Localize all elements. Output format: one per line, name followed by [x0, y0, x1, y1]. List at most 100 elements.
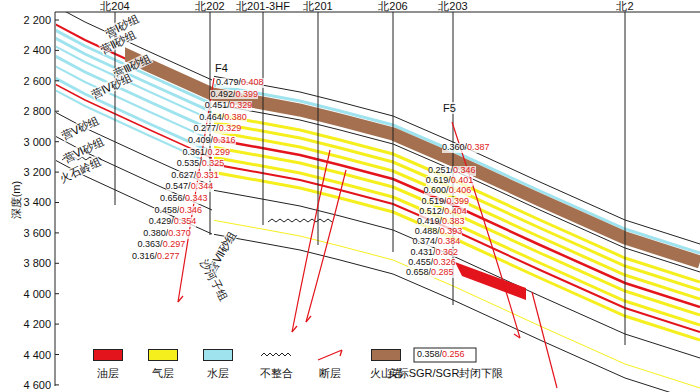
depth-tick: 2 800	[23, 105, 51, 117]
sgr-limit: 0.346	[179, 206, 202, 216]
depth-tick: 4 000	[23, 288, 51, 300]
fault-label: F4	[215, 62, 228, 74]
legend-swatch	[203, 349, 233, 361]
legend-text: 油层	[97, 367, 119, 379]
sgr-value: 0.316/	[132, 252, 157, 262]
sgr-value: 0.455/	[408, 258, 433, 268]
sgr-value: 0.419/	[417, 217, 442, 227]
sgr-value: 0.464/	[199, 113, 224, 123]
fault-label: F5	[443, 102, 456, 114]
legend-fault	[318, 350, 342, 360]
depth-tick: 3 200	[23, 166, 51, 178]
sgr-limit: 0.326	[433, 258, 456, 268]
depth-tick: 3 000	[23, 136, 51, 148]
sgr-value: 0.451/	[205, 101, 230, 111]
sgr-limit: 0.404	[444, 207, 467, 217]
legend-sgr-box	[414, 348, 476, 362]
sgr-value: 0.488/	[415, 227, 440, 237]
left-strata	[56, 12, 212, 312]
sgr-limit: 0.329	[219, 124, 242, 134]
well-name: 北203	[438, 0, 467, 12]
sgr-limit: 0.331	[196, 171, 219, 181]
right-strata	[214, 12, 700, 392]
well-name: 北202	[195, 0, 224, 12]
sgr-limit: 0.384	[438, 237, 461, 247]
sgr-limit: 0.354	[174, 217, 197, 227]
sgr-value: 0.492/	[210, 90, 235, 100]
legend-text: 断层	[319, 367, 341, 379]
axis	[55, 12, 700, 386]
depth-tick: 3 800	[23, 257, 51, 269]
depth-tick: 3 600	[23, 227, 51, 239]
sgr-value: 0.431/	[410, 248, 435, 258]
sgr-value: 0.380/	[143, 229, 168, 239]
legend-text: 实际SGR/SGR封闭下限	[387, 367, 504, 379]
sgr-limit: 0.343	[185, 194, 208, 204]
sgr-limit: 0.401	[451, 176, 474, 186]
legend-swatch	[148, 349, 178, 361]
well-name: 北201	[303, 0, 332, 12]
sgr-limit: 0.285	[431, 268, 454, 278]
sgr-value: 0.251/	[428, 166, 453, 176]
sgr-value: 0.374/	[413, 237, 438, 247]
fault-lines	[178, 78, 557, 388]
sgr-limit: 0.399	[446, 197, 469, 207]
sgr-limit: 0.316	[213, 136, 236, 146]
legend-text: 水层	[207, 367, 229, 379]
sgr-limit: 0.299	[207, 148, 230, 158]
sgr-value: 0.429/	[149, 217, 174, 227]
sgr-value: 0.360/	[442, 143, 467, 153]
oil-lens	[455, 262, 526, 300]
sgr-value: 0.458/	[154, 206, 179, 216]
sgr-limit: 0.370	[168, 229, 191, 239]
sgr-limit: 0.362	[435, 248, 458, 258]
sgr-value: 0.363/	[138, 240, 163, 250]
sgr-value: 0.600/	[424, 186, 449, 196]
sgr-limit: 0.408	[241, 78, 264, 88]
sgr-value: 0.519/	[421, 197, 446, 207]
depth-tick: 4 400	[23, 349, 51, 361]
well-name: 北201-3HF	[236, 0, 290, 12]
legend-ground	[80, 344, 510, 388]
sgr-limit: 0.380	[224, 113, 247, 123]
sgr-limit: 0.344	[191, 182, 214, 192]
sgr-value: 0.479/	[216, 78, 241, 88]
legend-text: 不整合	[260, 367, 293, 379]
depth-tick: 4 200	[23, 318, 51, 330]
sgr-limit: 0.393	[440, 227, 463, 237]
sgr-value: 0.358/	[417, 350, 442, 360]
unconformity	[268, 219, 332, 222]
legend-swatch	[93, 349, 123, 361]
sgr-limit: 0.325	[202, 159, 225, 169]
sgr-limit: 0.256	[442, 350, 465, 360]
depth-tick: 2 400	[23, 44, 51, 56]
volcanic-band	[125, 20, 700, 262]
sgr-limit: 0.297	[163, 240, 186, 250]
depth-tick: 4 600	[23, 379, 51, 391]
sgr-limit: 0.346	[453, 166, 476, 176]
sgr-value: 0.361/	[182, 148, 207, 158]
sgr-limit: 0.406	[449, 186, 472, 196]
sgr-value: 0.656/	[160, 194, 185, 204]
sgr-value: 0.627/	[171, 171, 196, 181]
sgr-value: 0.277/	[194, 124, 219, 134]
sgr-value: 0.658/	[406, 268, 431, 278]
well-lines	[115, 12, 625, 345]
legend-unconformity	[261, 353, 291, 356]
depth-tick: 3 400	[23, 196, 51, 208]
sgr-value: 0.535/	[177, 159, 202, 169]
formation-label: 营Ⅳ砂组	[90, 71, 134, 101]
legend-swatch	[371, 349, 401, 361]
sgr-limit: 0.399	[235, 90, 258, 100]
sgr-limit: 0.329	[230, 101, 253, 111]
well-name: 北2	[616, 0, 633, 12]
sgr-limit: 0.383	[442, 217, 465, 227]
sgr-value: 0.547/	[166, 182, 191, 192]
sgr-limit: 0.277	[157, 252, 180, 262]
legend-text: 气层	[152, 367, 174, 379]
sgr-value: 0.512/	[419, 207, 444, 217]
well-name: 北204	[100, 0, 129, 12]
well-name: 北206	[378, 0, 407, 12]
depth-tick: 2 600	[23, 75, 51, 87]
